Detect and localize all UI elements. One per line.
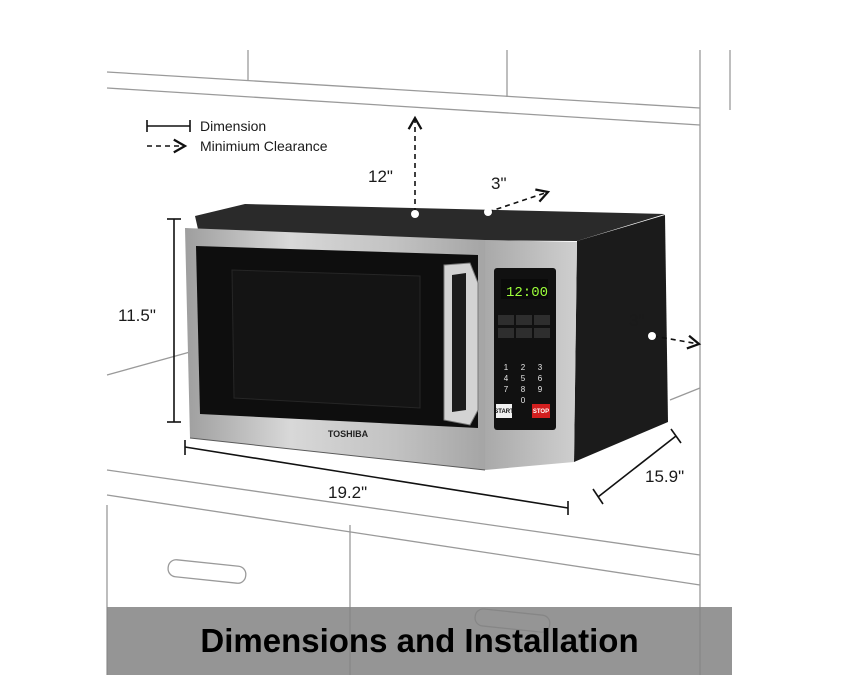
keypad-digit: 7 xyxy=(504,385,509,394)
back-clearance-label: 3" xyxy=(491,174,507,193)
microwave xyxy=(185,204,668,471)
display-time: 12:00 xyxy=(506,285,548,301)
keypad-digit: 9 xyxy=(538,385,543,394)
start-button xyxy=(496,404,512,418)
keypad-digit: 3 xyxy=(538,363,543,372)
back-clearance-arrow xyxy=(487,188,551,213)
display xyxy=(501,279,548,299)
microwave-side xyxy=(574,215,668,462)
keypad-digit: 5 xyxy=(521,374,526,383)
microwave-top xyxy=(195,204,665,241)
legend xyxy=(146,120,191,154)
depth-dimension-line xyxy=(597,435,677,498)
keypad-digit: 0 xyxy=(521,396,526,405)
stop-label: STOP xyxy=(533,409,549,415)
side-clearance-label: 3" xyxy=(629,311,645,330)
keypad-digit: 2 xyxy=(521,363,526,372)
keypad-digit: 4 xyxy=(504,374,509,383)
keypad-panel xyxy=(494,268,556,430)
depth-label: 15.9" xyxy=(645,467,685,486)
dimension-legend-label: Dimension xyxy=(200,118,267,134)
clearance-arrows xyxy=(407,115,702,350)
width-label: 19.2" xyxy=(328,483,368,502)
stop-button xyxy=(532,404,550,418)
clearance-legend-label: Minimium Clearance xyxy=(200,138,328,154)
height-label: 11.5" xyxy=(118,306,156,325)
side-clearance-arrow xyxy=(652,334,702,350)
width-dimension-line xyxy=(184,446,569,509)
start-label: START xyxy=(494,409,514,415)
brand-logo: TOSHIBA xyxy=(328,429,369,439)
banner-title: Dimensions and Installation xyxy=(200,622,639,659)
keypad-buttons xyxy=(498,315,550,338)
keypad-digit: 8 xyxy=(521,385,526,394)
keypad-digit: 1 xyxy=(504,363,509,372)
keypad-digits: 1 2 3 4 5 6 7 8 9 0 xyxy=(504,363,543,405)
top-clearance-label: 12" xyxy=(368,167,393,186)
dimension-lines xyxy=(167,218,682,515)
keypad-digit: 6 xyxy=(538,374,543,383)
title-banner: Dimensions and Installation xyxy=(107,607,732,675)
